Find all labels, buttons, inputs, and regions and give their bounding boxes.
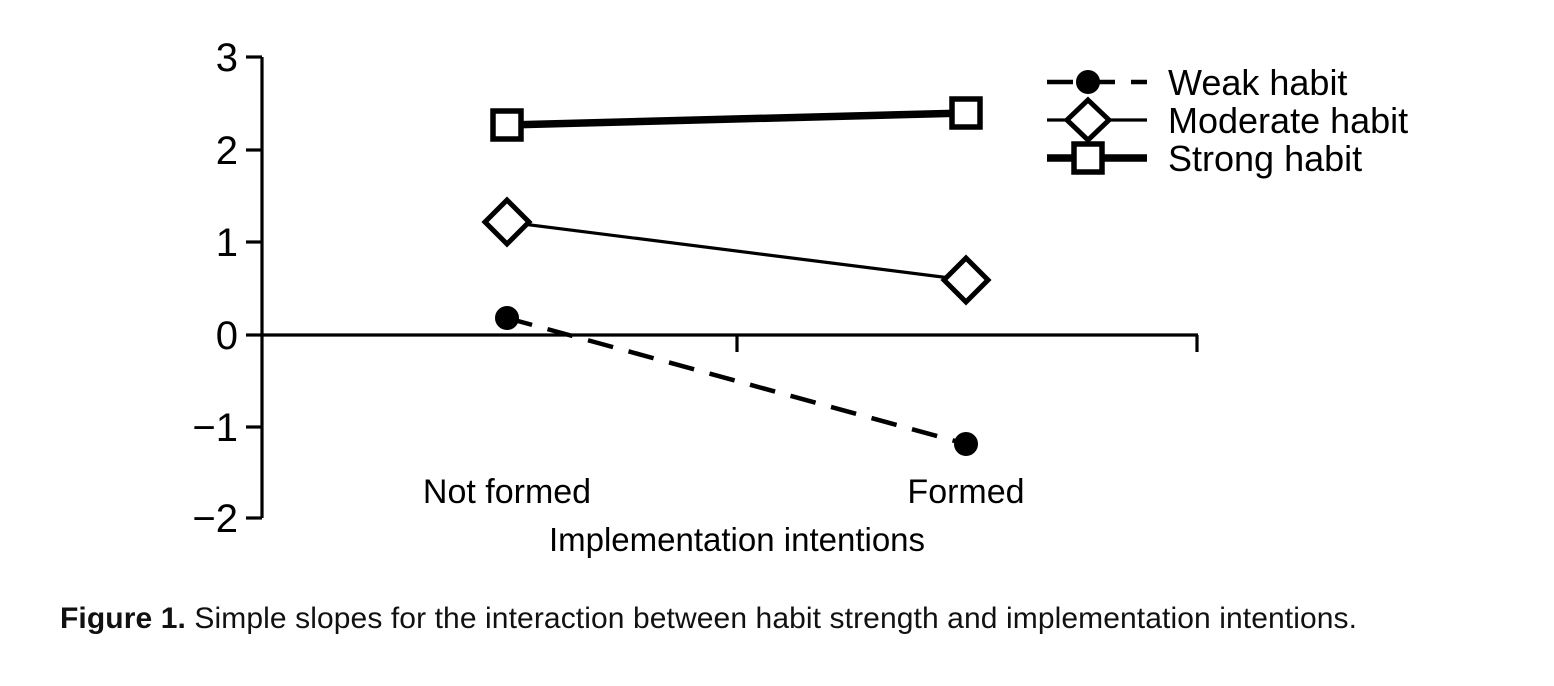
x-axis-title: Implementation intentions: [549, 521, 925, 558]
simple-slopes-chart: 3 2 1 0 −1 −2 Not formed Formed Implemen…: [192, 36, 1408, 558]
data-point-moderate-not-formed: [481, 196, 533, 248]
x-axis: Not formed Formed Implementation intenti…: [262, 333, 1199, 558]
legend-item-weak-habit: Weak habit: [1047, 62, 1347, 103]
legend-filled-circle-icon: [1076, 70, 1100, 94]
y-tick-label-3: 3: [216, 36, 238, 80]
legend-open-diamond-icon: [1063, 96, 1113, 144]
data-point-weak-not-formed: [495, 306, 519, 330]
series-weak-habit-line: [506, 315, 967, 447]
figure-caption-label: Figure 1.: [60, 602, 186, 635]
legend-item-strong-habit: Strong habit: [1047, 138, 1362, 179]
legend-label-moderate-habit: Moderate habit: [1168, 100, 1408, 141]
legend-item-moderate-habit: Moderate habit: [1047, 96, 1408, 144]
data-point-moderate-formed: [940, 254, 992, 306]
series-strong-habit-line: [506, 109, 967, 129]
chart-legend: Weak habit Moderate habit Strong habit: [1047, 62, 1408, 179]
y-axis: 3 2 1 0 −1 −2: [192, 36, 264, 541]
data-point-strong-not-formed: [490, 108, 524, 142]
x-category-label-not-formed: Not formed: [423, 473, 591, 511]
data-point-strong-formed: [949, 96, 983, 130]
figure-caption-text: Simple slopes for the interaction betwee…: [185, 602, 1358, 635]
series-strong-habit: [490, 96, 983, 142]
x-category-label-formed: Formed: [907, 473, 1024, 511]
legend-label-strong-habit: Strong habit: [1168, 138, 1362, 179]
figure-caption: Figure 1. Simple slopes for the interact…: [60, 600, 1540, 638]
series-moderate-habit-line: [506, 220, 967, 282]
y-tick-label-minus-2: −2: [192, 497, 238, 541]
data-point-weak-formed: [954, 432, 978, 456]
series-moderate-habit: [481, 196, 992, 306]
y-tick-label-1: 1: [216, 221, 238, 265]
y-tick-label-minus-1: −1: [192, 406, 238, 450]
y-tick-label-2: 2: [216, 129, 238, 173]
y-tick-label-0: 0: [216, 314, 238, 358]
chart-plot-area: 3 2 1 0 −1 −2 Not formed Formed Implemen…: [192, 36, 1408, 558]
series-weak-habit: [495, 306, 978, 456]
legend-label-weak-habit: Weak habit: [1168, 62, 1347, 103]
legend-open-square-icon: [1071, 141, 1105, 175]
